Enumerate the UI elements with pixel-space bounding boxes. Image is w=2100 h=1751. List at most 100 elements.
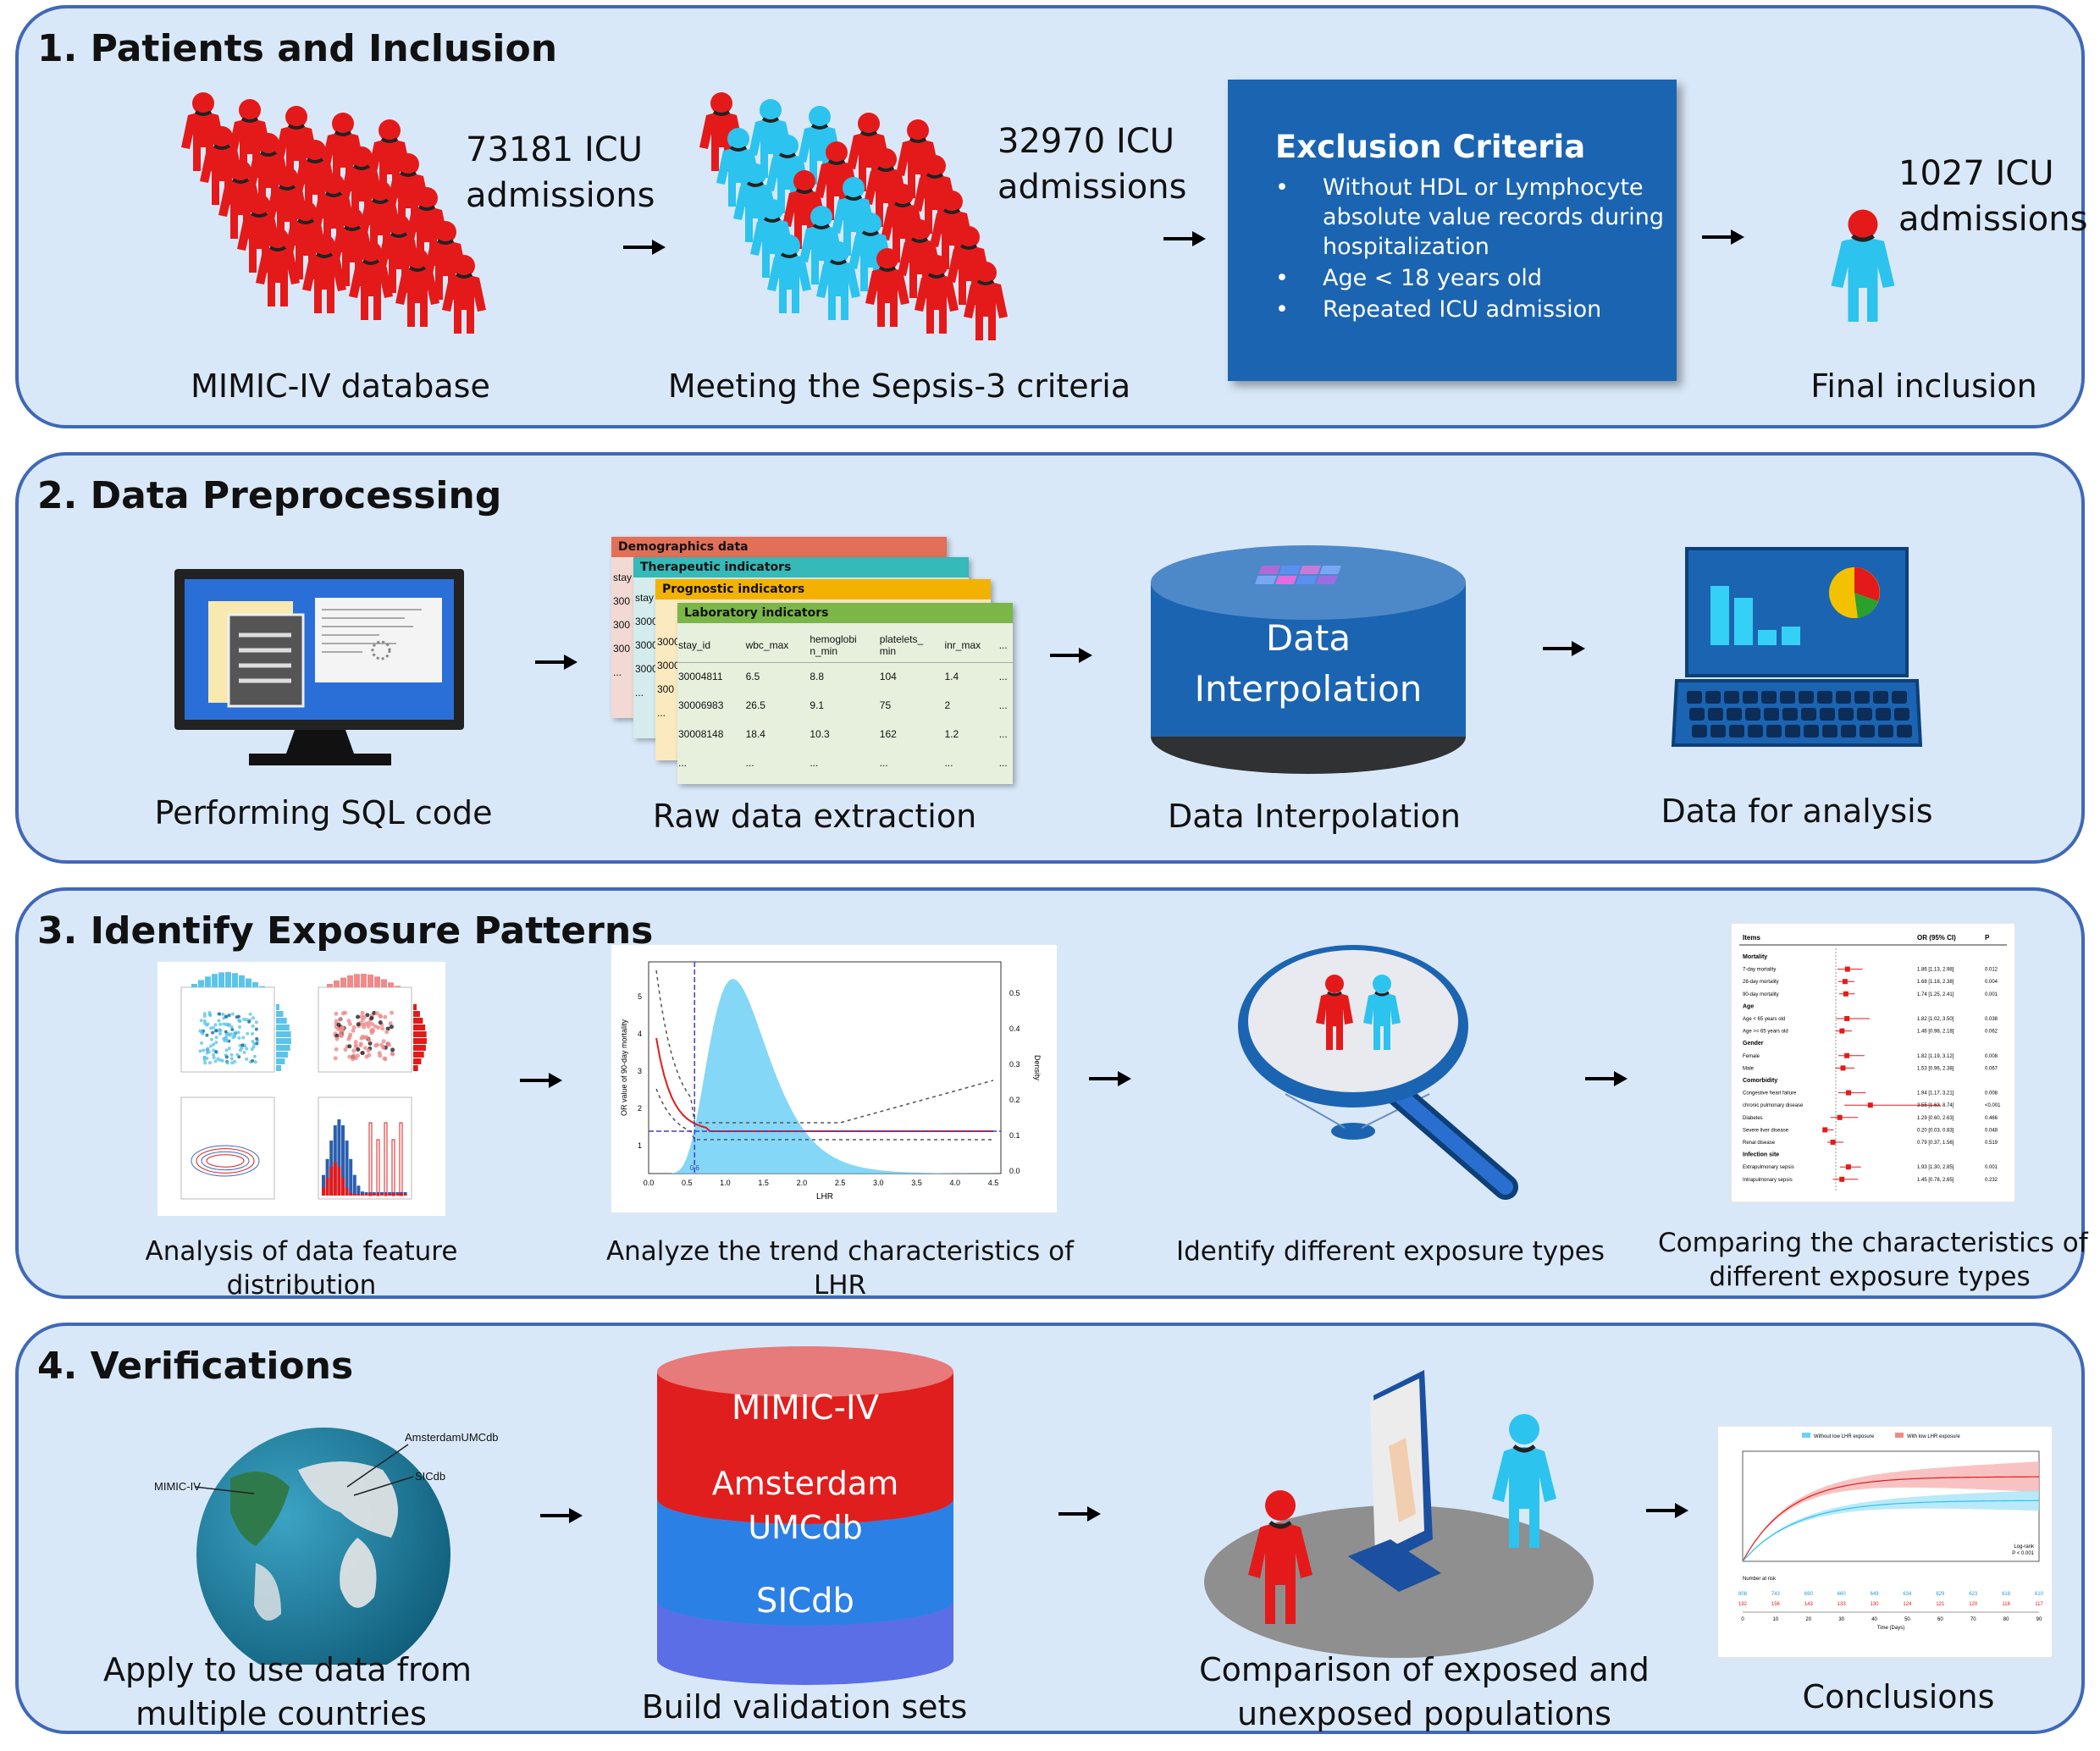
scatter-point <box>347 1044 352 1049</box>
hist-bar <box>333 1162 337 1196</box>
scatter-point <box>226 1024 230 1028</box>
contour-line <box>201 1151 250 1171</box>
scatter-point <box>245 1057 249 1061</box>
forest-row-label: Intrapulmonary sepsis <box>1743 1178 1793 1183</box>
globe-label: MIMIC-IV <box>154 1480 201 1493</box>
table-header: platelets_ min <box>878 628 944 663</box>
scatter-point <box>251 1024 255 1028</box>
table-cell: ... <box>998 671 1008 683</box>
sheet-title: Prognostic indicators <box>655 579 991 599</box>
p-value: 0.008 <box>1985 1091 1998 1096</box>
scatter-point <box>202 1012 207 1016</box>
key-icon <box>1689 708 1705 721</box>
y-tick-label: 4 <box>638 1030 642 1038</box>
risk-value: 121 <box>1936 1602 1945 1607</box>
contour-line <box>196 1148 255 1174</box>
key-icon <box>1743 691 1758 704</box>
scatter-point <box>356 1047 361 1052</box>
hist-bar <box>337 1119 341 1196</box>
scatter-point <box>218 1028 222 1032</box>
key-icon <box>1836 691 1851 704</box>
scatter-point <box>208 1044 213 1048</box>
logrank-label: Log-rank <box>2014 1544 2035 1549</box>
scatter-point <box>362 1046 368 1051</box>
cell: stay <box>635 592 655 604</box>
hist-bar <box>384 1194 388 1196</box>
hist-bar <box>380 1194 384 1196</box>
cell: 3000 <box>657 660 680 671</box>
scatter-point <box>390 1052 395 1057</box>
hist-bar <box>356 1185 361 1196</box>
x-tick-label: 50 <box>1904 1617 1910 1622</box>
key-icon <box>1876 708 1891 721</box>
hist-bar <box>413 1011 420 1017</box>
hist-bar <box>191 984 197 987</box>
scatter-point <box>340 1011 345 1016</box>
key-icon <box>1892 691 1907 704</box>
table-cell: 1.2 <box>944 728 959 740</box>
risk-value: 634 <box>1903 1592 1912 1597</box>
scatter-point <box>347 1054 352 1059</box>
table-cell: 9.1 <box>810 699 824 711</box>
globe-label: SICdb <box>415 1470 445 1483</box>
scatter-point <box>359 1036 364 1041</box>
table-cell: 104 <box>879 671 897 683</box>
or-point <box>1844 966 1850 972</box>
hist-bar <box>376 1194 380 1196</box>
risk-value: 610 <box>2035 1592 2044 1597</box>
hist-bar <box>376 1139 380 1196</box>
hist-bar <box>325 1158 329 1196</box>
cell: ... <box>657 707 666 719</box>
hist-bar <box>413 1018 423 1024</box>
caption-compare-characteristics: Comparing the characteristics of differe… <box>1658 1228 2088 1292</box>
p-value: 0.466 <box>1985 1116 1998 1121</box>
y2-tick-label: 0.5 <box>1009 989 1020 997</box>
y2-tick-label: 0.1 <box>1009 1131 1020 1140</box>
cell: 3000 <box>635 663 658 675</box>
scatter-point <box>251 1058 255 1063</box>
x-tick-label: 0.5 <box>682 1179 693 1187</box>
scatter-point <box>218 1022 223 1026</box>
arrow-right-icon <box>1089 1071 1131 1086</box>
hist-bar <box>345 1187 349 1196</box>
x-tick-label: 0 <box>1741 1617 1744 1622</box>
validation-database-stack <box>657 1346 953 1685</box>
panel-verifications: 4. Verifications AmsterdamUMCdb MIMIC-IV… <box>15 1323 2085 1734</box>
hist-bar <box>413 1025 426 1030</box>
arrow-right-icon <box>1585 1071 1628 1086</box>
hist-bar <box>372 1194 376 1196</box>
scatter-point <box>248 1012 252 1016</box>
key-icon <box>1727 708 1742 721</box>
or-point <box>1846 1090 1852 1096</box>
plot-frame <box>318 1096 412 1200</box>
scatter-point <box>203 1021 207 1025</box>
hist-bar <box>349 1192 353 1196</box>
key-icon <box>1729 725 1744 737</box>
hist-bar <box>361 974 367 987</box>
table-header: stay_id <box>677 628 745 663</box>
exclusion-item: Repeated ICU admission <box>1275 295 1665 324</box>
x-axis-label: Time (Days) <box>1877 1626 1904 1631</box>
x-tick-label: 60 <box>1937 1617 1943 1622</box>
table-cell: 162 <box>879 728 897 740</box>
x-axis-label: LHR <box>816 1192 833 1201</box>
scatter-point <box>369 1016 374 1021</box>
or-point <box>1839 1028 1845 1034</box>
caption-feature-distribution: Analysis of data feature distribution <box>145 1236 458 1301</box>
hist-bar <box>276 1018 287 1024</box>
table-header: hemoglobi n_min <box>809 628 879 663</box>
or-point <box>1867 1102 1873 1108</box>
scatter-point <box>202 1048 206 1052</box>
scatter-point <box>202 1055 207 1059</box>
key-icon <box>1822 725 1838 737</box>
arrow-right-icon <box>1058 1506 1101 1522</box>
scatter-point <box>224 1055 229 1059</box>
hist-bar <box>374 976 380 987</box>
risk-value: 629 <box>1936 1592 1945 1597</box>
forest-row-label: chronic pulmonary disease <box>1743 1103 1804 1108</box>
scatter-point <box>356 1022 361 1027</box>
legend-swatch <box>1895 1433 1904 1438</box>
scatter-point <box>205 1056 209 1060</box>
key-icon <box>1705 691 1721 704</box>
globe-icon: AmsterdamUMCdb MIMIC-IV SICdb <box>154 1428 499 1665</box>
